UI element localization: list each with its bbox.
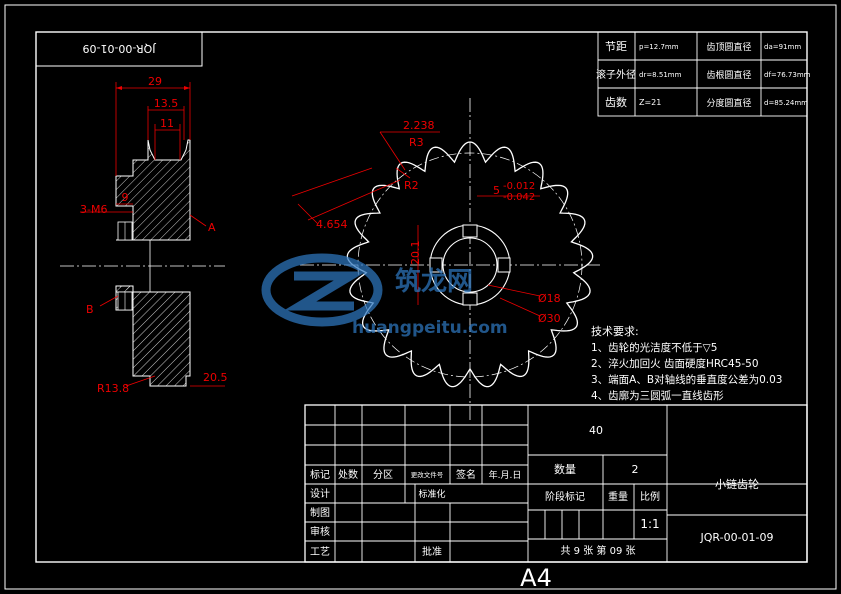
dim-r3: R3 xyxy=(409,136,424,149)
parameter-table xyxy=(597,31,808,117)
watermark-cn: 筑龙网 xyxy=(395,266,473,297)
pitch-value: p=12.7mm xyxy=(639,43,679,51)
label-b: B xyxy=(86,303,94,316)
header-chushu: 处数 xyxy=(338,468,358,481)
dim-11: 11 xyxy=(160,117,174,130)
sheet-count: 共 9 张 第 09 张 xyxy=(561,544,636,557)
root-dia-value: df=76.73mm xyxy=(764,71,811,79)
pitch-label: 节距 xyxy=(605,40,627,53)
front-view-dimensions: 2.238 R3 R2 4.654 5 -0.012 -0.042 20.1 Ø… xyxy=(291,119,561,325)
label-biaozhunhua: 标准化 xyxy=(418,488,445,500)
dim-20-1: 20.1 xyxy=(409,241,422,266)
watermark: 筑龙网 huangpeitu.com xyxy=(261,253,508,338)
weight-label: 重量 xyxy=(608,490,628,503)
qty-label: 数量 xyxy=(554,463,576,476)
dim-3m6: 3-M6 xyxy=(80,203,107,216)
tip-dia-value: da=91mm xyxy=(764,43,801,51)
dim-r2: R2 xyxy=(404,179,419,192)
part-name: 小链齿轮 xyxy=(715,477,759,491)
tech-req-item-1: 1、齿轮的光洁度不低于▽5 xyxy=(591,341,717,354)
title-block-lines xyxy=(304,404,808,563)
roller-value: dr=8.51mm xyxy=(639,71,682,79)
label-a: A xyxy=(208,221,216,234)
pitch-dia-value: d=85.24mm xyxy=(764,99,808,107)
dim-2-238: 2.238 xyxy=(403,119,435,132)
scale-value: 1:1 xyxy=(640,517,659,531)
watermark-en: huangpeitu.com xyxy=(352,318,508,338)
label-shenhe: 审核 xyxy=(310,525,330,538)
dim-d18: Ø18 xyxy=(538,292,561,305)
tech-req-item-2: 2、淬火加回火 齿面硬度HRC45-50 xyxy=(591,357,759,370)
dim-4-654: 4.654 xyxy=(316,218,348,231)
dim-r13-8: R13.8 xyxy=(97,382,129,395)
dim-5: 5 xyxy=(493,184,500,197)
technical-requirements: 技术要求: 1、齿轮的光洁度不低于▽5 2、淬火加回火 齿面硬度HRC45-50… xyxy=(591,325,782,402)
header-date: 年.月.日 xyxy=(489,469,522,481)
roller-label: 滚子外径 xyxy=(596,68,636,81)
root-dia-label: 齿根圆直径 xyxy=(706,69,751,81)
dim-d30: Ø30 xyxy=(538,312,561,325)
tol-upper: -0.012 xyxy=(503,181,535,192)
teeth-label: 齿数 xyxy=(605,96,627,109)
label-zhitu: 制图 xyxy=(310,506,330,519)
rotated-number-box: JQR-00-01-09 xyxy=(35,31,203,67)
tol-lower: -0.042 xyxy=(503,192,535,203)
side-section-view xyxy=(60,139,225,387)
header-qianming: 签名 xyxy=(456,468,476,481)
sprocket-profile xyxy=(346,141,594,388)
pitch-dia-label: 分度圆直径 xyxy=(706,97,751,109)
sheet-size: A4 xyxy=(520,564,552,592)
label-pizhun: 批准 xyxy=(422,545,442,558)
side-view-dimensions: 29 13.5 11 9 3-M6 A B R13.8 20.5 xyxy=(80,75,228,395)
stage-label: 阶段标记 xyxy=(545,490,585,503)
header-biaoji: 标记 xyxy=(310,469,330,481)
parameter-text: 节距 p=12.7mm 齿顶圆直径 da=91mm 滚子外径 dr=8.51mm… xyxy=(596,40,811,109)
drawing-number: JQR-00-01-09 xyxy=(700,531,774,544)
rotated-drawing-number: JQR-00-01-09 xyxy=(83,42,157,55)
tech-req-title: 技术要求: xyxy=(591,325,639,338)
outer-border xyxy=(4,4,837,590)
header-genggai: 更改文件号 xyxy=(411,470,444,479)
dim-29: 29 xyxy=(148,75,162,88)
label-gongyi: 工艺 xyxy=(310,546,330,558)
dim-9: 9 xyxy=(122,191,129,204)
material: 40 xyxy=(589,424,603,437)
qty-value: 2 xyxy=(632,463,639,476)
dim-13-5: 13.5 xyxy=(154,97,179,110)
header-fenqu: 分区 xyxy=(373,469,393,481)
sprocket-front-view xyxy=(300,98,600,420)
scale-label: 比例 xyxy=(640,490,660,503)
tech-req-item-3: 3、端面A、B对轴线的垂直度公差为0.03 xyxy=(591,373,782,386)
label-sheji: 设计 xyxy=(310,487,330,500)
tip-dia-label: 齿顶圆直径 xyxy=(706,41,751,53)
dim-20-5: 20.5 xyxy=(203,371,228,384)
teeth-value: Z=21 xyxy=(639,98,661,107)
watermark-logo-icon xyxy=(261,253,383,327)
title-block-text: 40 标记 处数 分区 更改文件号 签名 年.月.日 设计 标准化 制图 审核 … xyxy=(310,424,774,558)
tech-req-item-4: 4、齿廓为三圆弧一直线齿形 xyxy=(591,389,724,402)
